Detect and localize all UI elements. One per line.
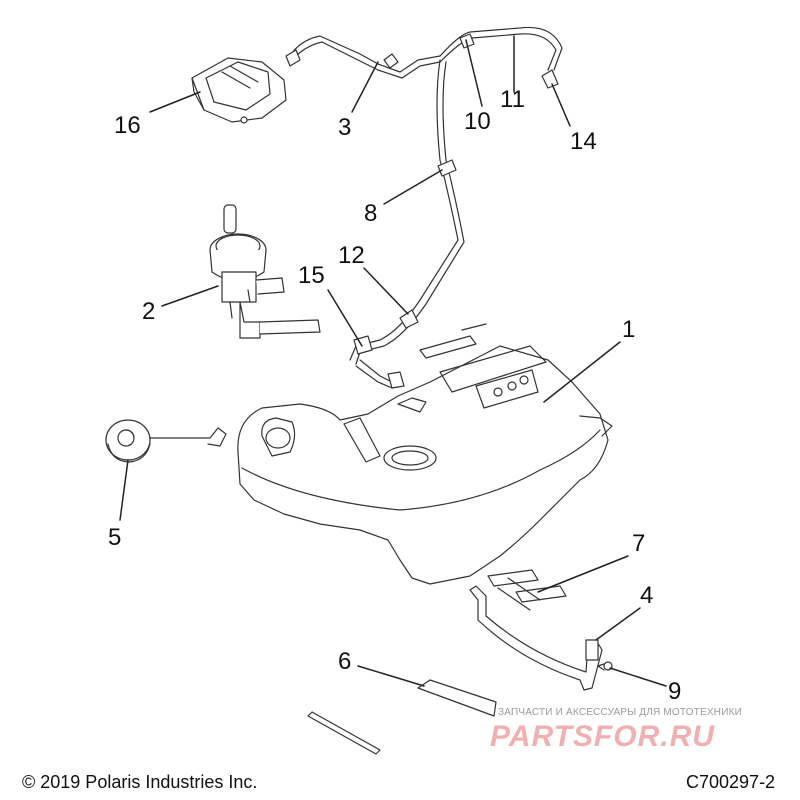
rubber-strip bbox=[307, 711, 381, 755]
part-4-tank-strap bbox=[469, 585, 603, 691]
callout-10: 10 bbox=[464, 108, 491, 135]
callout-1: 1 bbox=[622, 316, 636, 343]
part-9-fastener bbox=[597, 661, 613, 671]
part-1-fuel-tank bbox=[237, 323, 613, 585]
callout-9: 9 bbox=[668, 678, 682, 705]
callout-3: 3 bbox=[338, 114, 352, 141]
callout-14: 14 bbox=[570, 128, 597, 155]
callout-8: 8 bbox=[364, 200, 378, 227]
watermark-brand: PARTSFOR.RU bbox=[490, 720, 715, 753]
callout-6: 6 bbox=[338, 648, 352, 675]
callout-15: 15 bbox=[298, 262, 325, 289]
callout-11: 11 bbox=[500, 86, 525, 113]
part-2-fuel-pump-assembly bbox=[209, 204, 321, 339]
callout-2: 2 bbox=[142, 298, 156, 325]
callout-16: 16 bbox=[114, 112, 141, 139]
part-7-pad bbox=[487, 569, 567, 611]
part-6-strap-pad bbox=[417, 679, 497, 717]
part-16-pump-cover bbox=[191, 57, 287, 124]
diagram-code: C700297-2 bbox=[686, 772, 776, 792]
callout-4: 4 bbox=[640, 582, 654, 609]
callout-7: 7 bbox=[632, 530, 646, 557]
watermark-tagline: ЗАПЧАСТИ И АКСЕССУАРЫ ДЛЯ МОТОТЕХНИКИ bbox=[498, 707, 743, 718]
fuel-lines bbox=[285, 26, 563, 389]
copyright-notice: © 2019 Polaris Industries Inc. bbox=[22, 772, 258, 792]
callout-leaders bbox=[119, 35, 667, 687]
callout-5: 5 bbox=[108, 524, 122, 551]
callout-12: 12 bbox=[338, 242, 365, 269]
part-5-fuel-cap bbox=[105, 419, 227, 463]
